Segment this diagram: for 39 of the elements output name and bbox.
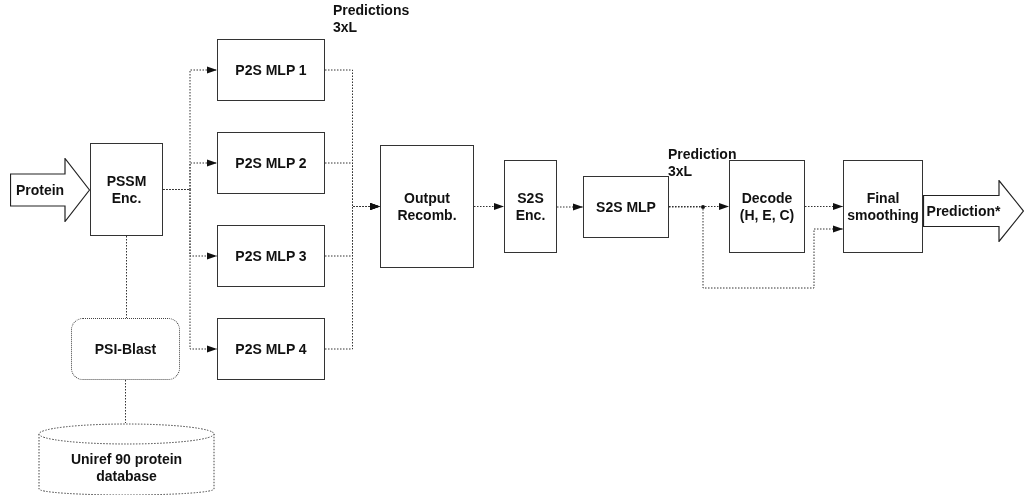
output-block-arrow — [923, 180, 1024, 242]
node-label: P2S MLP 4 — [235, 340, 307, 358]
connector-line — [126, 235, 127, 319]
process-box — [217, 225, 325, 287]
arrow — [668, 205, 844, 289]
arrow — [473, 203, 505, 210]
process-box — [843, 160, 923, 253]
node-label: P2S MLP 1 — [235, 61, 307, 79]
process-box — [504, 160, 557, 253]
process-box — [217, 132, 325, 194]
arrow — [556, 203, 584, 211]
node-label: PSI-Blast — [94, 340, 157, 358]
node-label: S2S MLP — [596, 198, 656, 216]
process-box — [380, 145, 474, 268]
input-block-arrow — [10, 158, 90, 222]
node-label: P2S MLP 3 — [235, 247, 307, 265]
process-box — [729, 160, 805, 253]
node-label: Final smoothing — [847, 189, 919, 224]
node-label: Prediction* — [926, 202, 1001, 220]
rounded-process-box — [71, 318, 180, 380]
node-label: PSSM Enc. — [105, 172, 148, 207]
node-label: S2S Enc. — [514, 189, 547, 224]
node-label: P2S MLP 2 — [235, 154, 307, 172]
arrow — [668, 203, 730, 210]
database-cylinder — [38, 423, 215, 495]
arrow — [324, 203, 381, 350]
node-label: Uniref 90 protein database — [69, 451, 184, 485]
connector-line — [125, 379, 126, 424]
arrow — [162, 189, 218, 353]
process-box — [90, 143, 163, 236]
process-box — [583, 176, 669, 238]
process-box — [217, 39, 325, 101]
arrow — [804, 203, 844, 210]
node-label: Protein — [15, 181, 65, 199]
annotation-label: Predictions 3xL — [333, 2, 411, 36]
annotation-label: Prediction 3xL — [668, 146, 738, 180]
process-box — [217, 318, 325, 380]
node-label: Output Recomb. — [396, 189, 458, 224]
node-label: Decode (H, E, C) — [738, 189, 796, 224]
